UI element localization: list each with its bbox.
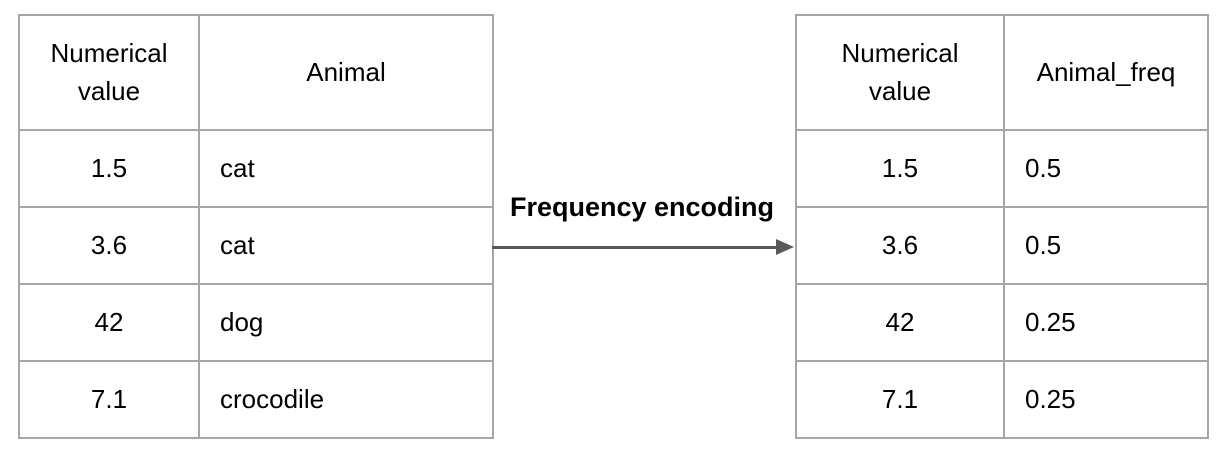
table-row: 1.5 cat xyxy=(18,129,494,208)
table-cell-numeric: 7.1 xyxy=(795,360,1005,439)
table-cell-numeric: 3.6 xyxy=(795,206,1005,285)
table-cell-numeric: 1.5 xyxy=(795,129,1005,208)
column-header-animal-freq: Animal_freq xyxy=(1003,14,1209,131)
table-row: 1.5 0.5 xyxy=(795,129,1209,208)
input-table: Numerical value Animal 1.5 cat 3.6 cat 4… xyxy=(18,14,494,439)
table-cell-animal: cat xyxy=(198,129,494,208)
table-row: 42 dog xyxy=(18,283,494,362)
table-cell-frequency: 0.5 xyxy=(1003,129,1209,208)
arrow-right-icon xyxy=(776,239,794,255)
table-cell-numeric: 3.6 xyxy=(18,206,200,285)
table-cell-frequency: 0.25 xyxy=(1003,360,1209,439)
table-cell-animal: crocodile xyxy=(198,360,494,439)
table-cell-animal: cat xyxy=(198,206,494,285)
table-cell-frequency: 0.25 xyxy=(1003,283,1209,362)
table-cell-numeric: 42 xyxy=(795,283,1005,362)
table-cell-animal: dog xyxy=(198,283,494,362)
table-row: 7.1 crocodile xyxy=(18,360,494,439)
column-header-numerical-value: Numerical value xyxy=(18,14,200,131)
table-cell-frequency: 0.5 xyxy=(1003,206,1209,285)
table-row: 3.6 0.5 xyxy=(795,206,1209,285)
table-cell-numeric: 1.5 xyxy=(18,129,200,208)
column-header-numerical-value: Numerical value xyxy=(795,14,1005,131)
table-header-row: Numerical value Animal_freq xyxy=(795,14,1209,131)
column-header-animal: Animal xyxy=(198,14,494,131)
table-row: 3.6 cat xyxy=(18,206,494,285)
table-row: 7.1 0.25 xyxy=(795,360,1209,439)
table-header-row: Numerical value Animal xyxy=(18,14,494,131)
arrow-label: Frequency encoding xyxy=(509,192,775,222)
table-row: 42 0.25 xyxy=(795,283,1209,362)
table-cell-numeric: 7.1 xyxy=(18,360,200,439)
encoded-table: Numerical value Animal_freq 1.5 0.5 3.6 … xyxy=(795,14,1209,439)
arrow-line xyxy=(492,246,778,249)
table-cell-numeric: 42 xyxy=(18,283,200,362)
